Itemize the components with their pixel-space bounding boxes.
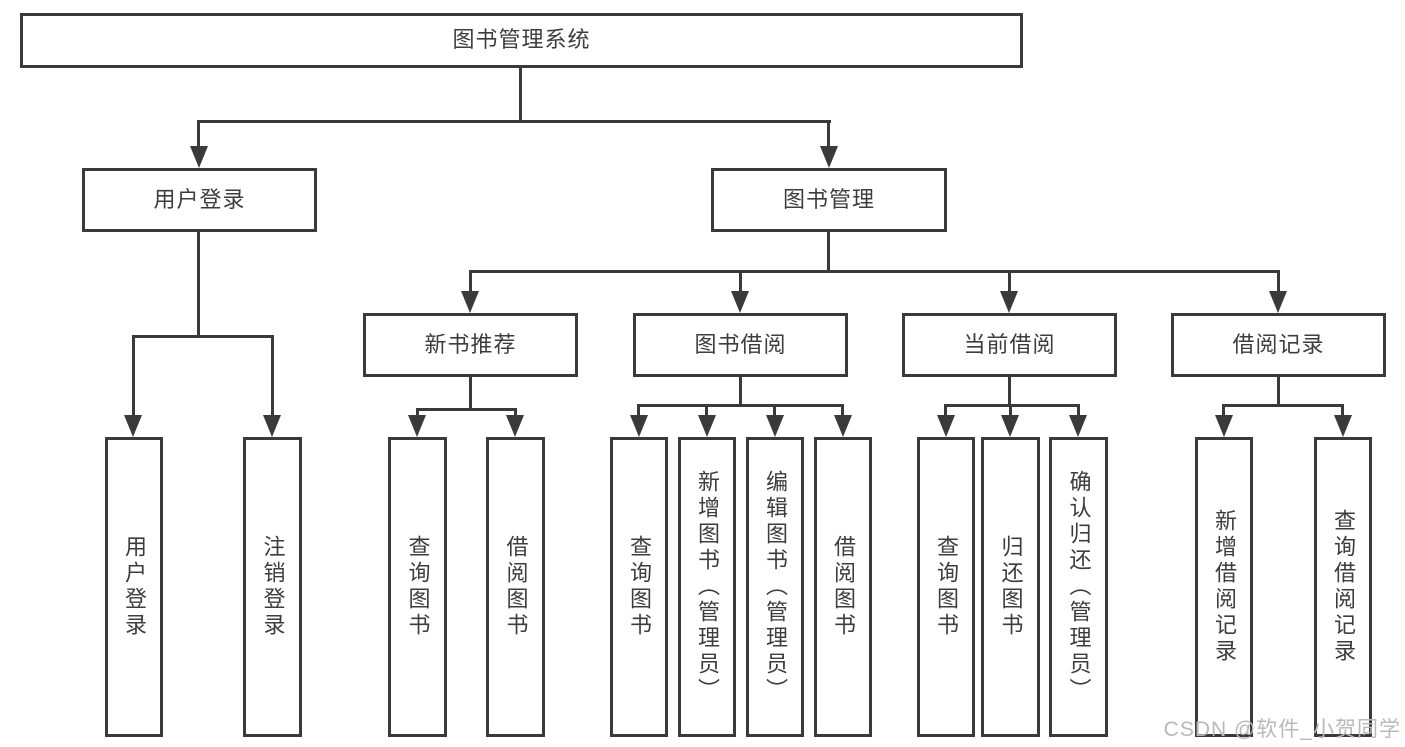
leaf-add-books-admin: 新增图书（管理员） — [678, 437, 736, 737]
leaf-confirm-return-admin: 确认归还（管理员） — [1049, 437, 1108, 737]
leaf-query-books-borrow: 查询图书 — [610, 437, 668, 737]
connector-line — [637, 404, 640, 417]
connector-line — [944, 404, 1080, 407]
connector-line — [1077, 404, 1080, 417]
arrow-down-icon — [1334, 415, 1352, 437]
connector-line — [132, 335, 135, 417]
connector-line — [1222, 404, 1344, 407]
connector-line — [132, 335, 274, 338]
node-new-book-recommend: 新书推荐 — [363, 313, 578, 377]
arrow-down-icon — [937, 415, 955, 437]
arrow-down-icon — [1000, 291, 1018, 313]
arrow-down-icon — [1215, 415, 1233, 437]
arrow-down-icon — [731, 291, 749, 313]
leaf-borrow-books-recommend: 借阅图书 — [486, 437, 545, 737]
arrow-down-icon — [698, 415, 716, 437]
arrow-down-icon — [124, 415, 142, 437]
connector-line — [271, 335, 274, 417]
connector-line — [469, 270, 472, 293]
connector-line — [197, 120, 200, 148]
node-book-borrow: 图书借阅 — [633, 313, 848, 377]
connector-line — [1341, 404, 1344, 417]
leaf-query-books-current: 查询图书 — [917, 437, 975, 737]
connector-line — [944, 404, 947, 417]
watermark: CSDN @软件_小贺同学 — [1163, 718, 1401, 741]
leaf-logout: 注销登录 — [243, 437, 302, 737]
connector-line — [1008, 270, 1011, 293]
connector-line — [1277, 377, 1280, 404]
connector-line — [1008, 377, 1011, 404]
connector-line — [1009, 404, 1012, 417]
leaf-edit-books-admin: 编辑图书（管理员） — [746, 437, 804, 737]
leaf-borrow-books: 借阅图书 — [814, 437, 872, 737]
connector-line — [519, 68, 522, 120]
connector-line — [705, 404, 708, 417]
connector-line — [637, 404, 844, 407]
node-book-management: 图书管理 — [711, 168, 947, 232]
connector-line — [197, 120, 831, 123]
connector-line — [841, 404, 844, 417]
arrow-down-icon — [1001, 415, 1019, 437]
leaf-query-borrow-record: 查询借阅记录 — [1314, 437, 1372, 737]
connector-line — [773, 404, 776, 417]
arrow-down-icon — [461, 291, 479, 313]
connector-line — [416, 408, 419, 418]
arrow-down-icon — [190, 146, 208, 168]
arrow-down-icon — [834, 415, 852, 437]
arrow-down-icon — [263, 415, 281, 437]
arrow-down-icon — [820, 146, 838, 168]
arrow-down-icon — [1069, 415, 1087, 437]
connector-line — [469, 270, 1280, 273]
arrow-down-icon — [766, 415, 784, 437]
connector-line — [739, 377, 742, 404]
node-current-borrow: 当前借阅 — [902, 313, 1117, 377]
node-borrow-records: 借阅记录 — [1171, 313, 1386, 377]
leaf-return-books: 归还图书 — [981, 437, 1040, 737]
connector-line — [514, 408, 517, 418]
leaf-user-login: 用户登录 — [105, 437, 163, 737]
connector-line — [469, 377, 472, 408]
arrow-down-icon — [506, 415, 524, 437]
leaf-add-borrow-record: 新增借阅记录 — [1195, 437, 1253, 737]
connector-line — [827, 232, 830, 270]
node-user-login: 用户登录 — [82, 168, 317, 232]
node-root: 图书管理系统 — [20, 13, 1023, 68]
connector-line — [739, 270, 742, 293]
connector-line — [1222, 404, 1225, 417]
arrow-down-icon — [630, 415, 648, 437]
arrow-down-icon — [1269, 291, 1287, 313]
connector-line — [197, 232, 200, 335]
leaf-query-books-recommend: 查询图书 — [388, 437, 447, 737]
connector-line — [416, 408, 517, 411]
arrow-down-icon — [408, 415, 426, 437]
connector-line — [827, 120, 830, 148]
connector-line — [1277, 270, 1280, 293]
